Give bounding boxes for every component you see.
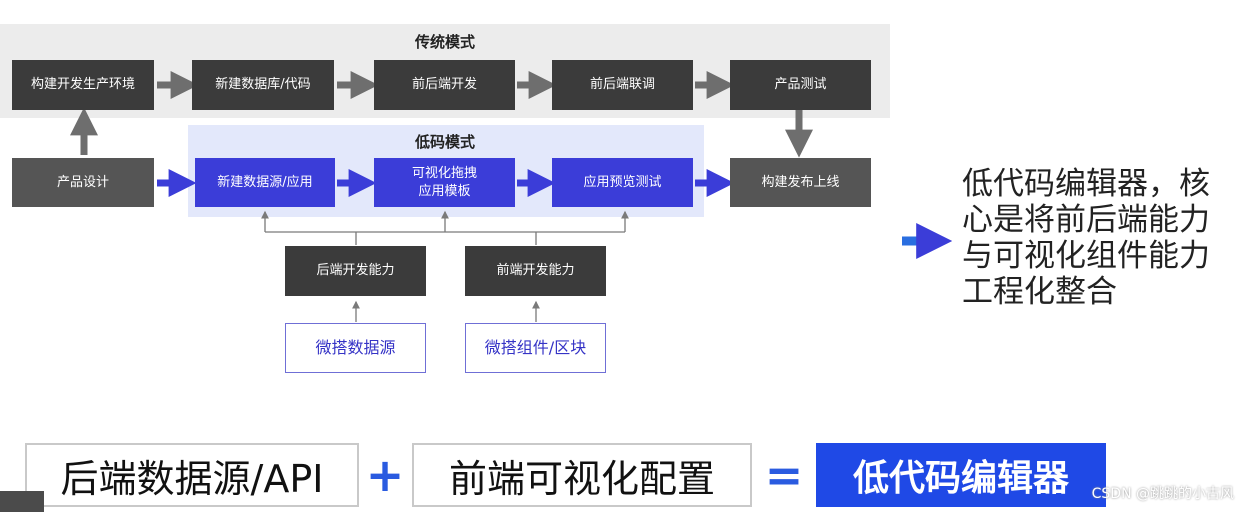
weida-components: 微搭组件/区块 <box>465 323 606 373</box>
corner-overlay <box>0 491 44 512</box>
step-build-env: 构建开发生产环境 <box>12 60 154 110</box>
side-note: 低代码编辑器，核 心是将前后端能力 与可视化组件能力 工程化整合 <box>962 166 1210 310</box>
step-new-datasource: 新建数据源/应用 <box>195 158 335 207</box>
step-integration: 前后端联调 <box>552 60 693 110</box>
step-product-design: 产品设计 <box>12 158 154 207</box>
formula-backend: 后端数据源/API <box>25 443 359 507</box>
formula-frontend: 前端可视化配置 <box>412 443 752 507</box>
formula-result: 低代码编辑器 <box>816 443 1106 507</box>
weida-datasource: 微搭数据源 <box>285 323 426 373</box>
traditional-mode-title: 传统模式 <box>414 33 475 51</box>
step-release: 构建发布上线 <box>730 158 871 207</box>
equals-sign: = <box>764 448 804 502</box>
step-new-database: 新建数据库/代码 <box>192 60 334 110</box>
step-visual-drag: 可视化拖拽 应用模板 <box>374 158 515 207</box>
lowcode-mode-title: 低码模式 <box>414 133 475 151</box>
watermark: CSDN @跳跳的小古风 <box>1091 486 1234 502</box>
backend-capability: 后端开发能力 <box>285 246 426 296</box>
step-fullstack-dev: 前后端开发 <box>374 60 515 110</box>
plus-sign: + <box>365 448 405 502</box>
frontend-capability: 前端开发能力 <box>465 246 606 296</box>
step-product-test: 产品测试 <box>730 60 871 110</box>
step-preview-test: 应用预览测试 <box>552 158 693 207</box>
